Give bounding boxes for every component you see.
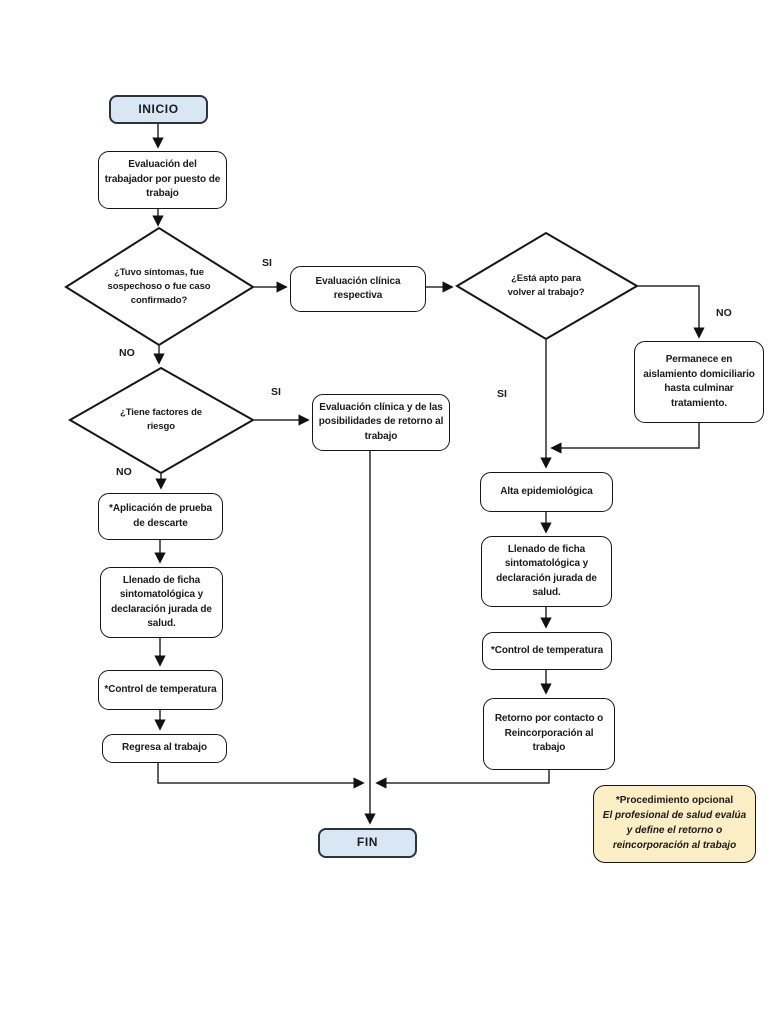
- note-procedimiento-opcional: *Procedimiento opcional El profesional d…: [593, 785, 756, 863]
- node-regresa-trabajo: Regresa al trabajo: [102, 734, 227, 763]
- node-inicio: INICIO: [109, 95, 208, 124]
- node-evaluacion-clinica: Evaluación clínica respectiva: [290, 266, 426, 312]
- note-line: y define el retorno o: [626, 825, 723, 836]
- node-control-temperatura-izquierda: *Control de temperatura: [98, 670, 223, 710]
- decision-sintomas-label: ¿Tuvo síntomas, fue sospechoso o fue cas…: [107, 266, 211, 307]
- node-fin: FIN: [318, 828, 417, 858]
- edge-label-sintomas-no: NO: [119, 347, 135, 359]
- node-evaluacion-trabajador: Evaluación del trabajador por puesto de …: [98, 151, 227, 209]
- connectors: [152, 124, 705, 825]
- edge-regresa-merge: [157, 763, 365, 789]
- node-alta-epidemiologica: Alta epidemiológica: [480, 472, 613, 512]
- note-line: reincorporación al trabajo: [612, 839, 737, 851]
- node-permanece-aislamiento: Permanece en aislamiento domiciliario ha…: [634, 341, 764, 423]
- decision-apto-label: ¿Está apto para volver al trabajo?: [507, 272, 585, 298]
- edge-retorno-merge: [375, 770, 550, 789]
- edge-label-sintomas-si: SI: [262, 257, 272, 269]
- edge-label-apto-si: SI: [497, 388, 507, 400]
- note-line: *Procedimiento opcional: [615, 795, 734, 807]
- node-aplicacion-prueba: *Aplicación de prueba de descarte: [98, 493, 223, 540]
- decision-factores-label: ¿Tiene factores de riesgo: [120, 406, 202, 432]
- node-llenado-ficha-derecha: Llenado de ficha sintomatológica y decla…: [481, 536, 612, 607]
- note-line: El profesional de salud evalúa: [602, 810, 747, 822]
- edge-label-apto-no: NO: [716, 307, 732, 319]
- node-evaluacion-posibilidades: Evaluación clínica y de las posibilidade…: [312, 394, 450, 451]
- edge-permanece-join: [550, 422, 700, 454]
- edge-label-factores-no: NO: [116, 466, 132, 478]
- node-retorno-contacto: Retorno por contacto o Reincorporación a…: [483, 698, 615, 770]
- node-llenado-ficha-izquierda: Llenado de ficha sintomatológica y decla…: [100, 567, 223, 638]
- node-control-temperatura-derecha: *Control de temperatura: [482, 632, 612, 670]
- edge-dapto-permanece: [637, 285, 705, 339]
- edge-label-factores-si: SI: [271, 386, 281, 398]
